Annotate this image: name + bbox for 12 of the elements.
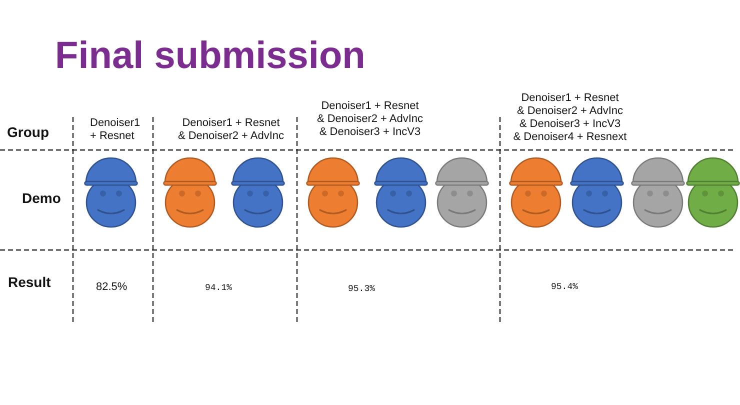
row-header: Group xyxy=(7,124,49,140)
result-value: 95.4% xyxy=(551,282,578,293)
column-header: Denoiser1 + Resnet & Denoiser2 + AdvInc & Denoiser3 + IncV3 & Denoiser4 + Resnext xyxy=(513,92,627,144)
column-header: Denoiser1 + Resnet xyxy=(90,117,140,143)
slide-title: Final submission xyxy=(55,37,366,75)
row-header: Result xyxy=(8,274,51,290)
result-value: 82.5% xyxy=(96,281,128,294)
result-value: 94.1% xyxy=(205,283,232,294)
result-value: 95.3% xyxy=(348,284,376,295)
column-header: Denoiser1 + Resnet & Denoiser2 + AdvInc xyxy=(178,117,284,143)
column-header: Denoiser1 + Resnet & Denoiser2 + AdvInc & Denoiser3 + IncV3 xyxy=(316,100,424,139)
row-header: Demo xyxy=(22,190,61,206)
